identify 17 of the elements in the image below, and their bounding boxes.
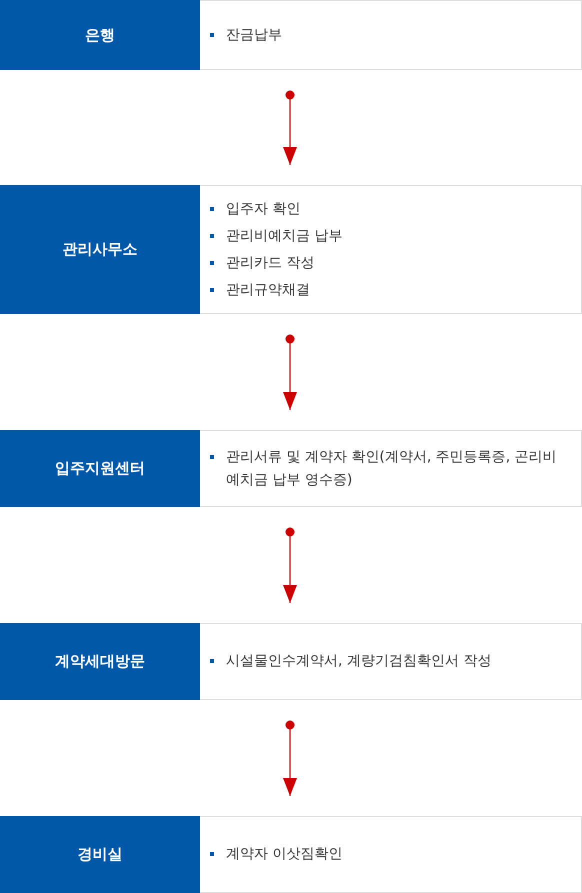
arrow: [283, 720, 297, 796]
bullet-item: 입주자 확인: [210, 198, 561, 220]
arrow: [283, 334, 297, 410]
bullet-item: 관리비예치금 납부: [210, 224, 561, 248]
bullet-item: 계약자 이삿짐확인: [210, 843, 561, 866]
step-header: 계약세대방문: [0, 623, 200, 700]
step-header: 경비실: [0, 816, 200, 893]
bullet-item: 시설물인수계약서, 계량기검침확인서 작성: [210, 650, 561, 673]
bullet-item: 관리서류 및 계약자 확인(계약서, 주민등록증, 곤리비예치금 납부 영수증): [210, 446, 561, 492]
bullet-item: 잔금납부: [210, 24, 561, 46]
step-header: 입주지원센터: [0, 430, 200, 507]
arrow: [283, 90, 297, 165]
step-header: 관리사무소: [0, 185, 200, 314]
step-header: 은행: [0, 0, 200, 70]
arrow: [283, 528, 297, 603]
bullet-item: 관리카드 작성: [210, 252, 561, 274]
bullet-item: 관리규약채결: [210, 278, 561, 302]
